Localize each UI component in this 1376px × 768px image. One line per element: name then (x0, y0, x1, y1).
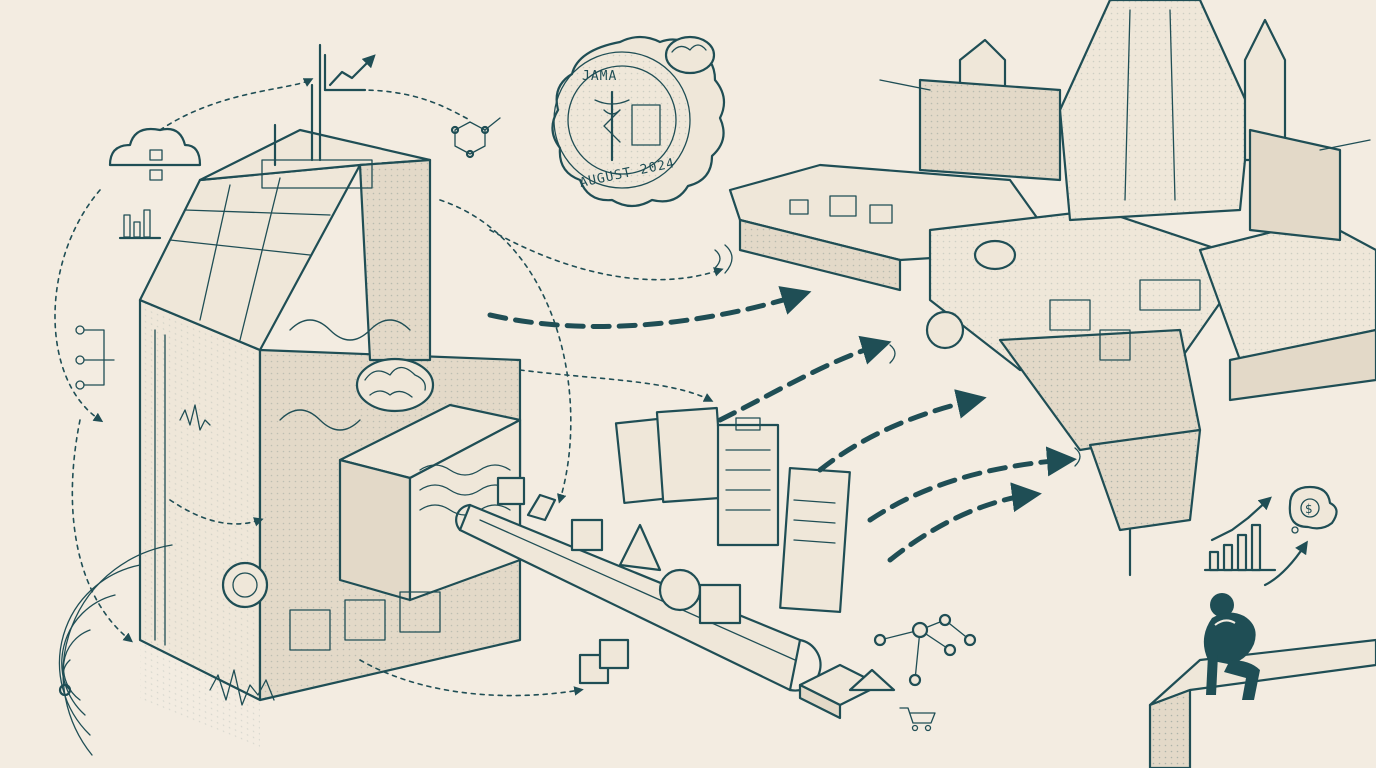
station-right-arm-side (1228, 328, 1376, 402)
bar-chart-icon (118, 209, 162, 240)
brain-icon (355, 357, 435, 413)
conveyor-cube-1 (496, 476, 526, 506)
factory-building (138, 43, 522, 749)
dollar-glyph: $ (1305, 502, 1313, 516)
bottom-blocks (578, 638, 896, 720)
station-upper-right-block (1248, 128, 1342, 242)
caduceus-icon (594, 90, 630, 162)
heavy-arrows (487, 286, 1077, 563)
inner-cube-left (338, 458, 412, 602)
cloud-icon (108, 127, 202, 181)
network-icon-left (75, 325, 115, 390)
sound-waves (58, 544, 275, 756)
station-engine (925, 310, 965, 350)
molecule-icon (450, 117, 501, 159)
conveyor-pyramid-1 (526, 493, 557, 522)
document-3 (779, 466, 851, 614)
space-station (714, 0, 1376, 577)
document-2 (655, 406, 725, 504)
seal-scroll (631, 104, 661, 146)
conveyor-sphere (658, 568, 702, 612)
station-tower-right (1243, 18, 1287, 162)
conveyor-cube-2 (570, 518, 604, 552)
flow-lines (54, 78, 724, 697)
seal-top-text: JAMA (582, 69, 617, 84)
shopping-cart-icon (899, 707, 936, 732)
ledge (1148, 638, 1376, 768)
documents (614, 406, 851, 614)
seal-brain-icon (664, 35, 716, 75)
conveyor-pyramid-2 (618, 523, 662, 572)
factory-roof-block (261, 159, 373, 189)
dollar-thought-icon: $ (1263, 485, 1338, 587)
conveyor-belt (455, 476, 822, 692)
factory-wheel (221, 561, 269, 609)
thinking-figure (1203, 593, 1260, 700)
rising-bar-chart-icon (1203, 496, 1277, 572)
trend-arrow-icon (323, 53, 376, 92)
clipboard (716, 423, 780, 547)
station-brain-icon (973, 239, 1017, 271)
conveyor-cube-3 (698, 583, 742, 625)
network-icon (873, 613, 977, 687)
jama-seal: JAMA AUGUST 2024 (551, 35, 726, 208)
